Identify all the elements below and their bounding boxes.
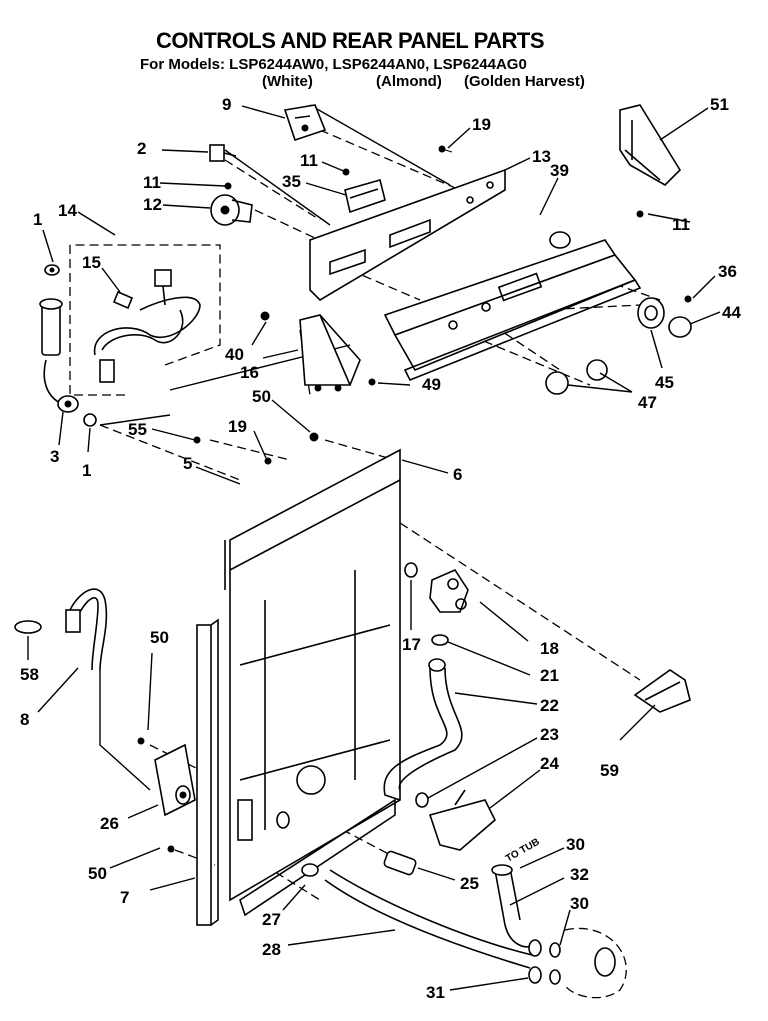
callout-26: 26 bbox=[100, 814, 119, 833]
callout-35: 35 bbox=[282, 172, 301, 191]
knobs bbox=[545, 297, 692, 395]
callout-2: 2 bbox=[137, 139, 146, 158]
callout-27: 27 bbox=[262, 910, 281, 929]
callout-14: 14 bbox=[58, 201, 77, 220]
callout-19: 19 bbox=[472, 115, 491, 134]
callout-22: 22 bbox=[540, 696, 559, 715]
callout-6: 6 bbox=[453, 465, 462, 484]
water-valve-18 bbox=[404, 562, 469, 613]
callout-21: 21 bbox=[540, 666, 559, 685]
control-panel-39 bbox=[383, 231, 642, 382]
model-numbers: For Models: LSP6244AW0, LSP6244AN0, LSP6… bbox=[140, 56, 527, 73]
callout-13: 13 bbox=[532, 147, 551, 166]
callout-19: 19 bbox=[228, 417, 247, 436]
page-title: CONTROLS AND REAR PANEL PARTS bbox=[155, 28, 545, 53]
callout-24: 24 bbox=[540, 754, 559, 773]
callout-32: 32 bbox=[570, 865, 589, 884]
callout-9: 9 bbox=[222, 95, 231, 114]
callout-50: 50 bbox=[150, 628, 169, 647]
pump-24 bbox=[415, 789, 496, 851]
console-bracket-13 bbox=[309, 168, 506, 302]
hose-28 bbox=[301, 863, 627, 999]
filter-25 bbox=[383, 850, 417, 876]
drain-hose-8 bbox=[14, 588, 108, 671]
callout-11: 11 bbox=[672, 215, 690, 234]
callout-15: 15 bbox=[82, 253, 101, 272]
wedge-16 bbox=[299, 314, 361, 392]
callout-58: 58 bbox=[20, 665, 39, 684]
callout-51: 51 bbox=[710, 95, 729, 114]
callout-12: 12 bbox=[143, 195, 162, 214]
tray-59 bbox=[633, 669, 691, 713]
rear-panel bbox=[196, 448, 401, 926]
callout-1: 1 bbox=[33, 210, 42, 229]
callout-28: 28 bbox=[262, 940, 281, 959]
pump-26 bbox=[154, 743, 196, 817]
variant-golden: (Golden Harvest) bbox=[464, 73, 585, 90]
variant-almond: (Almond) bbox=[376, 73, 442, 90]
variant-white: (White) bbox=[262, 73, 313, 90]
callout-11: 11 bbox=[300, 151, 318, 170]
callout-55: 55 bbox=[128, 420, 147, 439]
callout-40: 40 bbox=[225, 345, 244, 364]
switch-35 bbox=[344, 179, 386, 214]
callout-47: 47 bbox=[638, 393, 657, 412]
bracket-51 bbox=[619, 104, 682, 186]
callout-23: 23 bbox=[540, 725, 559, 744]
callout-50: 50 bbox=[252, 387, 271, 406]
callout-1: 1 bbox=[82, 461, 91, 480]
callout-16: 16 bbox=[240, 363, 259, 382]
part-2 bbox=[209, 144, 237, 162]
callout-59: 59 bbox=[600, 761, 619, 780]
callout-45: 45 bbox=[655, 373, 674, 392]
callout-50: 50 bbox=[88, 864, 107, 883]
switch-9 bbox=[283, 104, 327, 142]
hose-22 bbox=[383, 634, 463, 801]
callout-25: 25 bbox=[460, 874, 479, 893]
callout-11: 11 bbox=[143, 173, 161, 192]
power-cord-14 bbox=[69, 244, 221, 396]
callout-44: 44 bbox=[722, 303, 741, 322]
callout-30: 30 bbox=[570, 894, 589, 913]
screws bbox=[137, 145, 692, 853]
callout-36: 36 bbox=[718, 262, 737, 281]
leader-lines bbox=[27, 105, 721, 991]
callout-5: 5 bbox=[183, 454, 192, 473]
callout-49: 49 bbox=[422, 375, 441, 394]
timer-12 bbox=[210, 194, 253, 226]
callout-30: 30 bbox=[566, 835, 585, 854]
callout-17: 17 bbox=[402, 635, 421, 654]
fill-tube-3 bbox=[39, 264, 97, 427]
callout-8: 8 bbox=[20, 710, 29, 729]
callout-7: 7 bbox=[120, 888, 129, 907]
callout-18: 18 bbox=[540, 639, 559, 658]
callout-3: 3 bbox=[50, 447, 59, 466]
callout-39: 39 bbox=[550, 161, 569, 180]
callout-31: 31 bbox=[426, 983, 445, 1002]
